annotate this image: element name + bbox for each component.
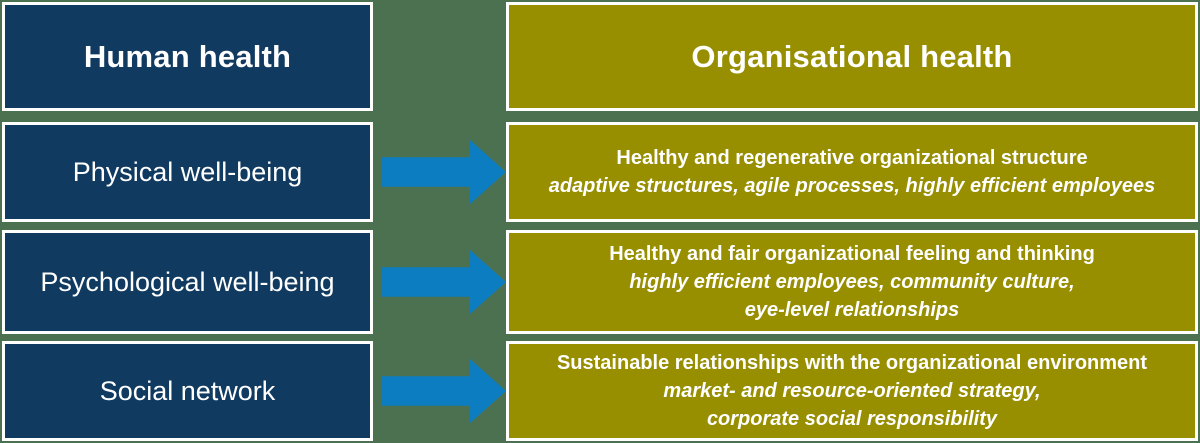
subtitle-line: eye-level relationships: [744, 299, 960, 321]
organizational-structure-box: Healthy and regenerative organizational …: [506, 122, 1198, 222]
arrow-slot-1: [373, 122, 506, 222]
right-arrow-icon: [382, 359, 506, 423]
social-network-label: Social network: [99, 375, 276, 406]
social-network-box: Social network: [2, 341, 373, 441]
psychological-wellbeing-box: Psychological well-being: [2, 230, 373, 334]
right-arrow-icon: [382, 250, 506, 314]
organizational-feeling-box: Healthy and fair organizational feeling …: [506, 230, 1198, 334]
physical-wellbeing-box: Physical well-being: [2, 122, 373, 222]
organizational-feeling-title: Healthy and fair organizational feeling …: [609, 243, 1095, 265]
sustainable-relationships-box: Sustainable relationships with the organ…: [506, 341, 1198, 441]
human-health-header: Human health: [2, 2, 373, 111]
human-health-header-label: Human health: [83, 38, 292, 74]
organizational-structure-subtitle: adaptive structures, agile processes, hi…: [549, 172, 1156, 200]
sustainable-relationships-title: Sustainable relationships with the organ…: [556, 352, 1148, 374]
arrow-slot-header: [373, 2, 506, 111]
organisational-health-header: Organisational health: [506, 2, 1198, 111]
sustainable-relationships-subtitle: market- and resource-oriented strategy, …: [663, 377, 1040, 433]
physical-wellbeing-label: Physical well-being: [72, 156, 303, 187]
organizational-structure-title: Healthy and regenerative organizational …: [616, 147, 1088, 169]
right-arrow-icon: [382, 140, 506, 204]
psychological-wellbeing-label: Psychological well-being: [40, 266, 335, 297]
organisational-health-column: Organisational health Healthy and regene…: [506, 2, 1198, 441]
arrow-slot-3: [373, 341, 506, 441]
subtitle-line: market- and resource-oriented strategy,: [663, 380, 1041, 402]
arrow-column: [373, 2, 506, 441]
arrow-slot-2: [373, 230, 506, 334]
organizational-feeling-subtitle: highly efficient employees, community cu…: [629, 268, 1074, 324]
subtitle-line: corporate social responsibility: [706, 408, 998, 430]
organisational-health-header-label: Organisational health: [691, 38, 1013, 74]
subtitle-line: highly efficient employees, community cu…: [629, 271, 1075, 293]
human-health-column: Human health Physical well-being Psychol…: [2, 2, 373, 441]
subtitle-line: adaptive structures, agile processes, hi…: [548, 175, 1156, 197]
